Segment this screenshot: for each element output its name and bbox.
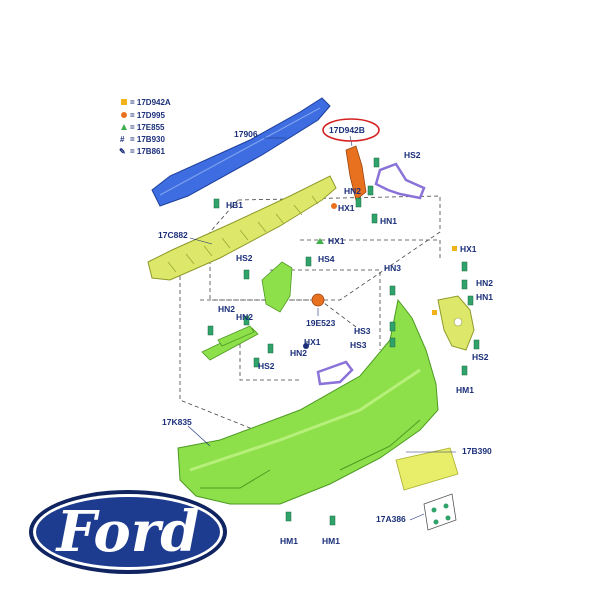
screw-icon xyxy=(433,519,439,525)
label-hn2: HN2 xyxy=(476,278,493,288)
legend-square-icon xyxy=(121,99,127,105)
leader-lines xyxy=(187,135,456,521)
label-hn1: HN1 xyxy=(476,292,493,302)
highlighted-bracket xyxy=(345,145,367,201)
screw-icon xyxy=(443,503,449,509)
fastener-hm1-icon xyxy=(285,511,292,522)
lower-bracket-strip-2 xyxy=(217,325,255,347)
clip-square-icon xyxy=(432,310,437,315)
reflector-icon xyxy=(311,293,325,307)
clip-circle-icon xyxy=(331,203,337,209)
license-plate-panel xyxy=(395,447,459,491)
label-reinforcement: 17906 xyxy=(234,129,258,139)
beam-highlight xyxy=(159,107,321,196)
label-absorber: 17C882 xyxy=(158,230,188,240)
label-hb1: HB1 xyxy=(226,200,243,210)
ford-logo: Ford xyxy=(29,490,227,574)
label-hs3: HS3 xyxy=(354,326,371,336)
label-hs2: HS2 xyxy=(404,150,421,160)
fastener-hs3-icon xyxy=(389,321,396,332)
fastener-hn3-icon xyxy=(389,285,396,296)
legend-item-2: = 17D995 xyxy=(130,111,165,120)
legend-hash-icon: # xyxy=(120,135,125,144)
rear-bumper-reinforcement-beam xyxy=(151,97,331,207)
fastener-hs2-icon xyxy=(243,269,250,280)
fastener-hm1-icon xyxy=(329,515,336,526)
center-lower-bracket xyxy=(316,360,354,386)
bumper-highlight xyxy=(189,368,421,472)
label-hn2: HN2 xyxy=(344,186,361,196)
clip-hash-icon xyxy=(303,343,309,349)
label-hx1: HX1 xyxy=(338,203,355,213)
label-highlighted-bracket: 17D942B xyxy=(329,125,365,135)
center-bracket xyxy=(261,261,293,313)
fastener-hs2-icon xyxy=(473,339,480,350)
fastener-hn2-icon xyxy=(461,279,468,290)
legend-item-1: = 17D942A xyxy=(130,98,171,107)
label-hm1: HM1 xyxy=(280,536,298,546)
fastener-hs2-icon xyxy=(253,357,260,368)
upper-right-bracket xyxy=(374,162,426,200)
label-plate: 17B390 xyxy=(462,446,492,456)
rear-bumper-cover xyxy=(177,298,439,505)
legend-triangle-icon xyxy=(121,124,127,130)
legend-item-3: = 17E855 xyxy=(130,123,165,132)
energy-absorber xyxy=(147,175,337,281)
fastener-hx1-icon xyxy=(355,197,362,208)
legend-item-5: = 17B861 xyxy=(130,147,165,156)
bracket-hole xyxy=(453,317,463,327)
clip-square-icon xyxy=(452,246,457,251)
fastener-hm1-icon xyxy=(461,365,468,376)
label-hx1: HX1 xyxy=(460,244,477,254)
highlight-ring xyxy=(322,118,380,142)
label-reflector: 19E523 xyxy=(306,318,336,328)
label-hn1: HN1 xyxy=(380,216,397,226)
fastener-hn1-icon xyxy=(371,213,378,224)
label-hx1: HX1 xyxy=(304,337,321,347)
label-hn3: HN3 xyxy=(384,263,401,273)
legend-item-4: = 17B930 xyxy=(130,135,165,144)
screw-icon xyxy=(445,515,451,521)
logo-wordmark: Ford xyxy=(55,499,200,565)
screw-icon xyxy=(431,507,437,513)
label-hx1: HX1 xyxy=(328,236,345,246)
fastener-hs2-icon xyxy=(373,157,380,168)
fasteners xyxy=(207,157,480,526)
fastener-hn2-icon xyxy=(267,343,274,354)
legend: = 17D942A = 17D995 = 17E855 # = 17B930 ✎… xyxy=(119,98,171,156)
clip-triangle-icon xyxy=(316,238,324,244)
bumper-crease xyxy=(200,469,271,489)
fastener-hn2-icon xyxy=(367,185,374,196)
label-hm1: HM1 xyxy=(456,385,474,395)
label-small-bracket: 17A386 xyxy=(376,514,406,524)
label-hs2: HS2 xyxy=(236,253,253,263)
fastener-hs3-icon xyxy=(389,337,396,348)
small-bracket xyxy=(423,493,457,531)
label-hs2: HS2 xyxy=(472,352,489,362)
label-bumper-cover: 17K835 xyxy=(162,417,192,427)
legend-circle-icon xyxy=(121,112,127,118)
fastener-hn1-icon xyxy=(467,295,474,306)
fastener-hs4-icon xyxy=(305,256,312,267)
label-hn2: HN2 xyxy=(236,312,253,322)
fastener-hn2-icon xyxy=(243,315,250,326)
fastener-hn2-icon xyxy=(207,325,214,336)
absorber-ribs xyxy=(167,195,319,273)
label-hs3: HS3 xyxy=(350,340,367,350)
label-hn2: HN2 xyxy=(290,348,307,358)
fastener-hb1-icon xyxy=(213,198,220,209)
label-hm1: HM1 xyxy=(322,536,340,546)
legend-pen-icon: ✎ xyxy=(119,147,126,156)
label-hs4: HS4 xyxy=(318,254,335,264)
label-hn2: HN2 xyxy=(218,304,235,314)
bumper-crease-2 xyxy=(339,419,421,471)
fastener-hx1-icon xyxy=(461,261,468,272)
label-hs2: HS2 xyxy=(258,361,275,371)
